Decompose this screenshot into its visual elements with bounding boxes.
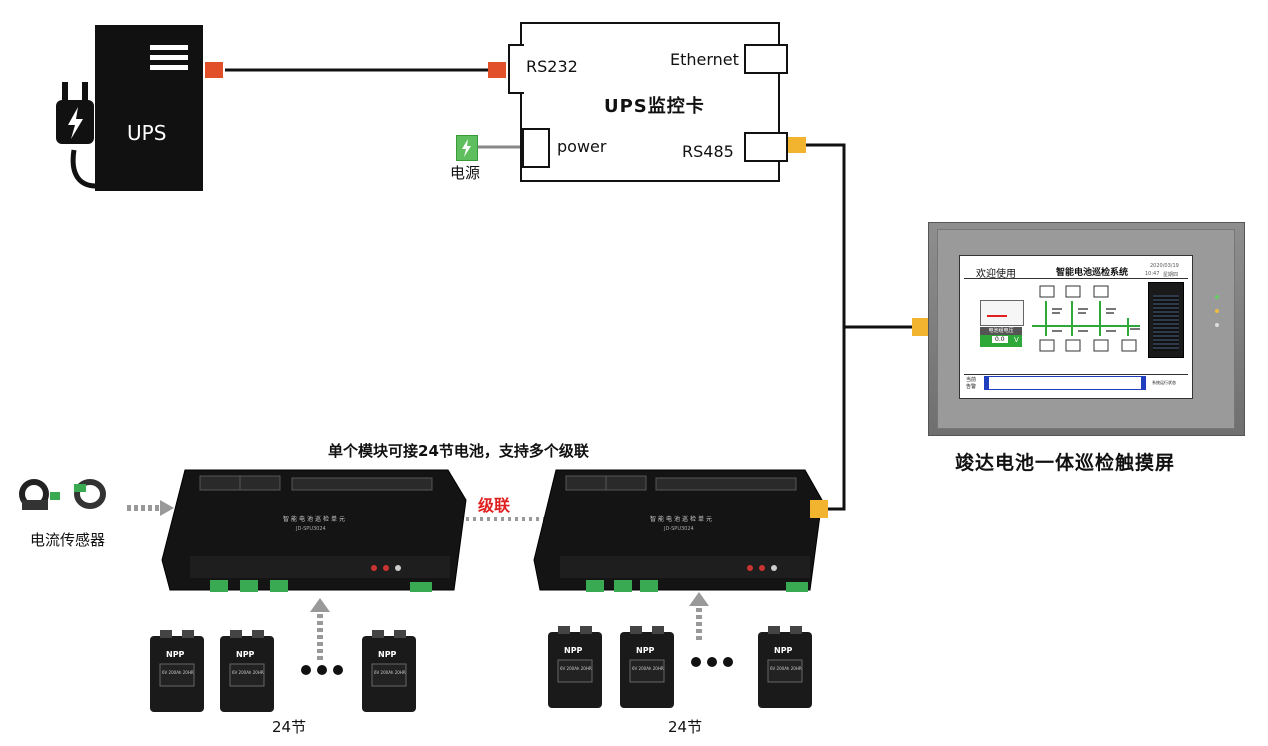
weekday-text: 星期四: [1163, 272, 1179, 278]
system-status-label: 系统运行状态: [1152, 380, 1176, 385]
voltmeter-gauge: [980, 300, 1024, 326]
status-line2: 告警: [966, 384, 977, 390]
ups-port: [205, 62, 223, 78]
battery-brand-2: NPP: [236, 650, 255, 659]
battery-spec-4: 6V 200Ah 20HR: [560, 666, 592, 671]
module-2-model: JD-SPU3024: [664, 526, 694, 532]
battery-spec-2: 6V 200Ah 20HR: [232, 670, 264, 675]
rs232-port: [488, 62, 506, 78]
ethernet-slot: [744, 44, 788, 74]
led-indicators: [1215, 295, 1221, 327]
rs485-label: RS485: [682, 142, 734, 161]
power-label: power: [557, 137, 607, 156]
cascade-label: 级联: [478, 496, 511, 515]
date-text: 2020/03/19: [1150, 263, 1179, 269]
status-line1: 当前: [966, 377, 977, 383]
battery-brand-4: NPP: [564, 646, 583, 655]
voltage-unit: V: [1014, 336, 1019, 344]
menu-icon: [150, 45, 188, 70]
screen-connector: [912, 318, 930, 336]
time-text: 10:47: [1145, 271, 1160, 277]
rs485-port: [788, 137, 806, 153]
rs232-slot: [508, 44, 524, 94]
touchscreen-caption: 竣达电池一体巡检触摸屏: [955, 452, 1176, 474]
alarm-bar: [984, 376, 1146, 390]
battery-brand-3: NPP: [378, 650, 397, 659]
battery-topology: [1032, 285, 1140, 352]
module-1-model: JD-SPU3024: [296, 526, 326, 532]
battery-brand-6: NPP: [774, 646, 793, 655]
screen-display: 欢迎使用 智能电池巡检系统 2020/03/19 10:47 星期四 电池组电压…: [959, 255, 1193, 399]
ups-monitor-card: [520, 22, 780, 182]
voltage-value: 0.0: [992, 336, 1008, 343]
ethernet-label: Ethernet: [670, 50, 739, 69]
battery-spec-3: 6V 200Ah 20HR: [374, 670, 406, 675]
battery-brand-1: NPP: [166, 650, 185, 659]
battery-spec-1: 6V 200Ah 20HR: [162, 670, 194, 675]
rs485-slot: [744, 132, 788, 162]
battery-spec-6: 6V 200Ah 20HR: [770, 666, 802, 671]
rs232-label: RS232: [526, 57, 578, 76]
battery-count-left: 24节: [272, 718, 307, 736]
module-2-name: 智能电池巡检单元: [650, 516, 715, 523]
battery-brand-5: NPP: [636, 646, 655, 655]
welcome-text: 欢迎使用: [976, 269, 1016, 280]
power-source-icon: [456, 135, 478, 161]
module-1-name: 智能电池巡检单元: [283, 516, 348, 523]
battery-spec-5: 6V 200Ah 20HR: [632, 666, 664, 671]
battery-count-right: 24节: [668, 718, 703, 736]
cabinet-image: [1148, 282, 1184, 358]
touchscreen-frame: 欢迎使用 智能电池巡检系统 2020/03/19 10:47 星期四 电池组电压…: [928, 222, 1245, 436]
power-source-label: 电源: [450, 164, 481, 182]
voltage-label: 电池组电压: [980, 327, 1022, 335]
module-connector: [810, 500, 828, 518]
ups-device: UPS: [95, 25, 203, 191]
system-title: 智能电池巡检系统: [1056, 268, 1129, 278]
ups-label: UPS: [127, 121, 167, 145]
power-slot: [522, 128, 550, 168]
module-caption: 单个模块可接24节电池，支持多个级联: [328, 442, 589, 460]
card-title: UPS监控卡: [604, 96, 705, 117]
voltage-value-box: 0.0 V: [980, 335, 1022, 347]
current-sensor-label: 电流传感器: [30, 531, 106, 549]
